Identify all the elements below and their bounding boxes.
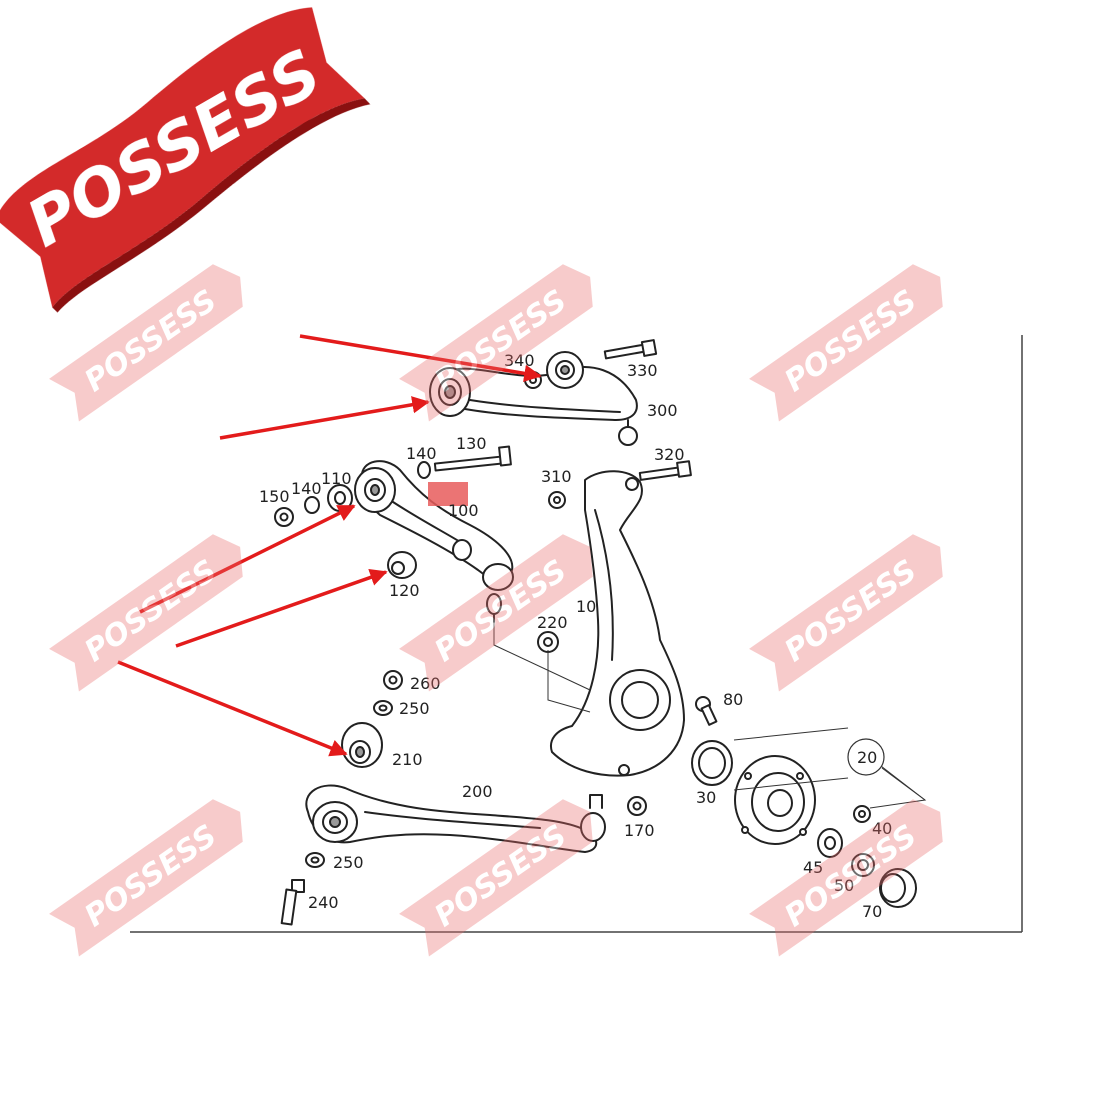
- label-130: 130: [456, 434, 487, 453]
- lower-control-arm-100: [354, 460, 514, 623]
- washer-140-lower: [304, 496, 320, 514]
- bushing-210: [341, 722, 383, 768]
- label-250-upper: 250: [399, 699, 430, 718]
- arrow-to-340: [299, 334, 542, 383]
- label-320: 320: [654, 445, 685, 464]
- red-arrows: [117, 334, 542, 757]
- watermarks: POSSESS POSSESS POSSESS POSSESS POSSESS …: [49, 264, 943, 957]
- watermark-text: POSSESS: [78, 553, 223, 669]
- bolt-320: [638, 460, 692, 481]
- arrow-to-210: [117, 660, 348, 757]
- nut-170: [627, 796, 647, 816]
- label-150: 150: [259, 487, 290, 506]
- washer-250-upper: [373, 700, 393, 716]
- label-70: 70: [862, 902, 882, 921]
- label-110: 110: [321, 469, 352, 488]
- label-100: 100: [448, 501, 479, 520]
- label-260: 260: [410, 674, 441, 693]
- brand-ribbon: [0, 7, 365, 308]
- watermark-text: POSSESS: [778, 553, 923, 669]
- label-140-upper: 140: [406, 444, 437, 463]
- nut-150: [274, 507, 294, 527]
- thrust-arm-200: [305, 784, 606, 853]
- label-340: 340: [504, 351, 535, 370]
- arrow-to-110: [139, 504, 356, 614]
- label-40: 40: [872, 819, 892, 838]
- label-45: 45: [803, 858, 823, 877]
- bolt-240: [280, 879, 305, 926]
- nut-220: [537, 631, 559, 653]
- seal-ring-30: [691, 740, 733, 786]
- wheel-hub-20: [734, 755, 816, 845]
- label-10: 10: [576, 597, 596, 616]
- part-labels: 340 330 300 140 130 320 310 110 150 140 …: [259, 351, 892, 921]
- bushing-120: [387, 551, 417, 579]
- label-20: 20: [857, 748, 877, 767]
- label-250-lower: 250: [333, 853, 364, 872]
- label-210: 210: [392, 750, 423, 769]
- arrow-to-300: [219, 396, 430, 440]
- highlight-marker: [428, 482, 468, 506]
- label-310: 310: [541, 467, 572, 486]
- arrow-to-120: [175, 568, 388, 648]
- nut-260: [383, 670, 403, 690]
- label-80: 80: [723, 690, 743, 709]
- label-140-lower: 140: [291, 479, 322, 498]
- washer-250-lower: [305, 852, 325, 868]
- washer-140-upper: [417, 461, 431, 479]
- watermark-text: POSSESS: [78, 818, 223, 934]
- diagram-frame: [130, 335, 1023, 933]
- watermark: POSSESS: [749, 264, 943, 422]
- label-240: 240: [308, 893, 339, 912]
- watermark: POSSESS: [49, 534, 243, 692]
- bolt-130: [433, 445, 512, 472]
- watermark-text: POSSESS: [78, 283, 223, 399]
- leader-lines: [493, 622, 927, 809]
- upper-control-arm-300: [429, 351, 638, 446]
- callout-circle-20: [847, 738, 885, 776]
- bolt-80: [695, 696, 718, 726]
- nut-310: [548, 491, 566, 509]
- washer-45: [817, 828, 843, 858]
- watermark-text: POSSESS: [778, 283, 923, 399]
- label-120: 120: [389, 581, 420, 600]
- steering-knuckle-10: [550, 470, 685, 777]
- cap-70: [879, 868, 917, 908]
- parts-drawing: [274, 339, 917, 926]
- label-30: 30: [696, 788, 716, 807]
- brand-logo: POSSESS: [0, 7, 371, 313]
- label-50: 50: [834, 876, 854, 895]
- nut-50: [851, 853, 875, 877]
- bolt-330: [603, 339, 658, 360]
- label-220: 220: [537, 613, 568, 632]
- watermark: POSSESS: [749, 534, 943, 692]
- nut-40: [853, 805, 871, 823]
- label-200: 200: [462, 782, 493, 801]
- label-300: 300: [647, 401, 678, 420]
- label-330: 330: [627, 361, 658, 380]
- label-170: 170: [624, 821, 655, 840]
